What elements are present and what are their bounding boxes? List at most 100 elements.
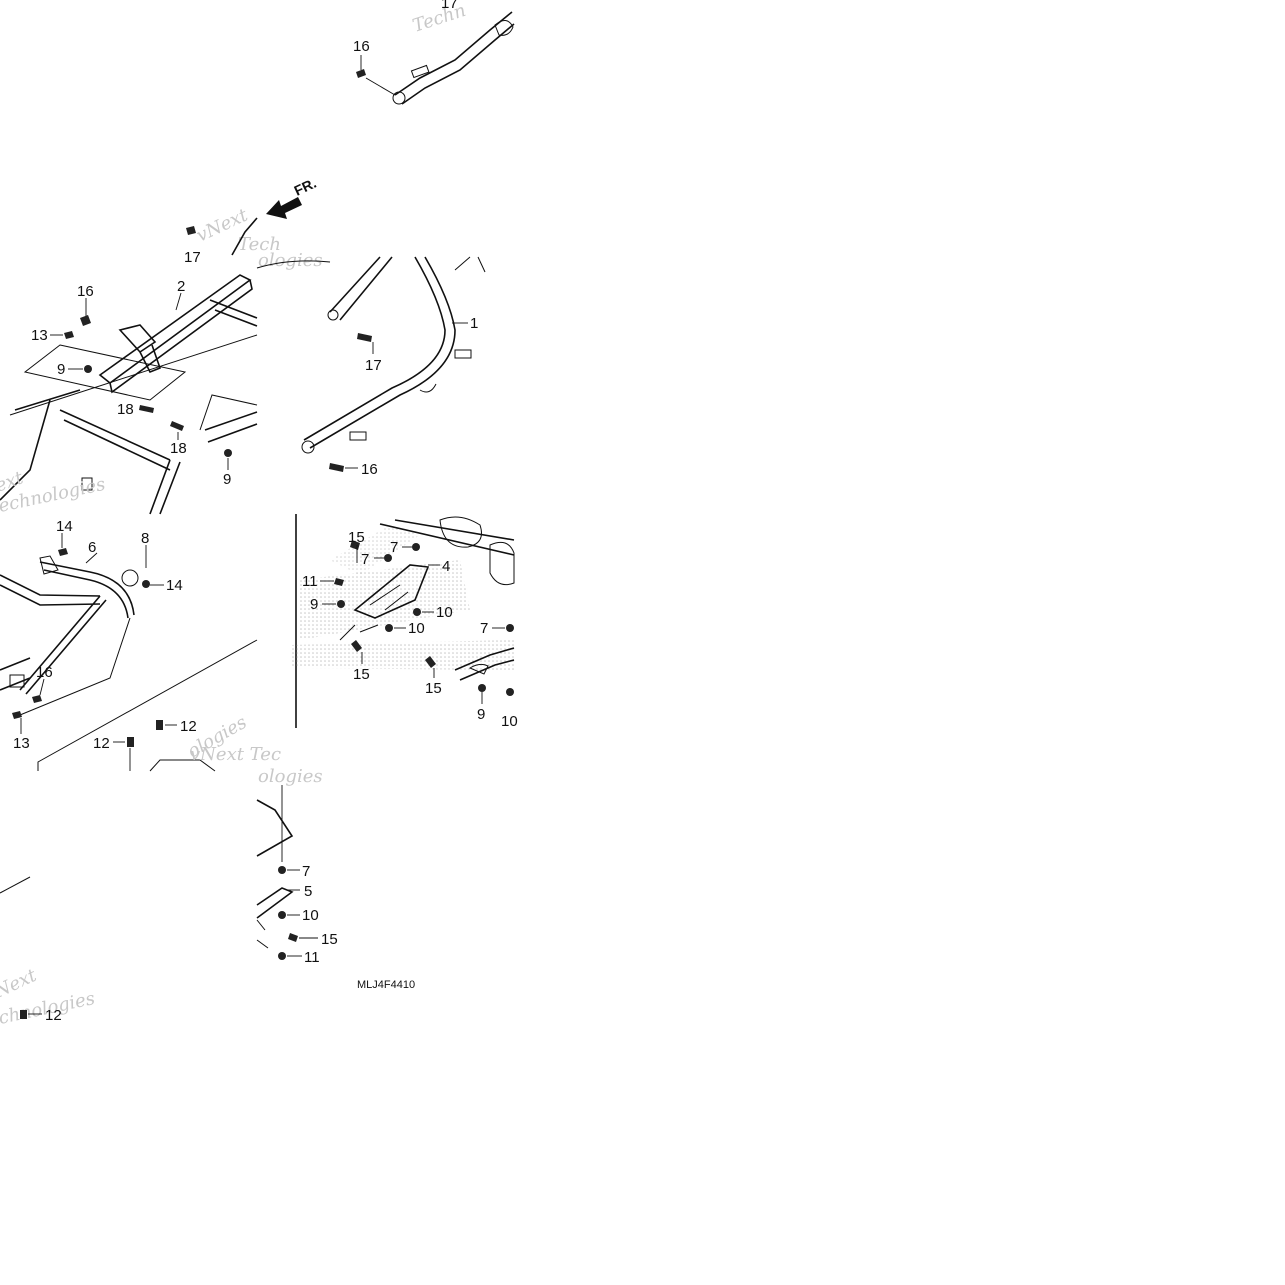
- callout-9: 9: [223, 471, 231, 488]
- part-outline: [149, 759, 216, 772]
- frame-stub: [231, 217, 258, 256]
- callout-13: 13: [13, 735, 30, 752]
- frame-pipe-outer: [309, 256, 456, 449]
- callout-2: 2: [177, 278, 185, 295]
- bolt-18-icon: [170, 421, 184, 431]
- bolt-16-icon: [32, 695, 42, 703]
- tile-grab-rail-frame: vNext Tech 17 ologies 16 2: [0, 204, 323, 517]
- frame-bushing: [301, 440, 315, 454]
- frame-cutout: [489, 541, 515, 586]
- callout-12: 12: [45, 1007, 62, 1024]
- bracket-ribs: [369, 584, 409, 611]
- callout-16: 16: [353, 38, 370, 55]
- nut-10-icon: [385, 624, 393, 632]
- collar-7-icon: [278, 866, 286, 874]
- hidden-outline: [454, 256, 486, 273]
- frame-stub: [0, 657, 31, 691]
- callout-6: 6: [88, 539, 96, 556]
- frame-pipe-inner: [303, 256, 446, 441]
- hidden-outline: [199, 394, 258, 431]
- callout-17: 17: [184, 249, 201, 266]
- lower-frame-right: [149, 459, 181, 515]
- tile-lower-bracket: ologies 7 5 10 15 11 MLJ4F4410: [256, 766, 415, 991]
- bolt-18-icon: [139, 405, 154, 413]
- rail-end-plate: [39, 555, 59, 575]
- bolt-12-icon: [20, 1010, 27, 1019]
- frame-block: [81, 477, 93, 491]
- callout-11: 11: [302, 573, 318, 590]
- collar-7-icon: [506, 624, 514, 632]
- callout-5: 5: [304, 883, 312, 900]
- callout-15: 15: [348, 529, 365, 546]
- bolt-11-icon: [334, 578, 344, 586]
- bolt-16-icon: [80, 315, 91, 326]
- callout-14: 14: [56, 518, 73, 535]
- leader-line: [175, 292, 182, 311]
- callout-15: 15: [321, 931, 338, 948]
- shaded-area: [330, 525, 420, 575]
- side-rail: [209, 299, 258, 327]
- frame-diagonal: [19, 595, 107, 695]
- callout-9: 9: [57, 361, 65, 378]
- rear-frame-pipe-edge: [401, 23, 515, 105]
- callout-16: 16: [77, 283, 94, 300]
- bolt-15-icon: [288, 933, 298, 942]
- nut-10-icon: [278, 911, 286, 919]
- nut-9-icon: [224, 449, 232, 457]
- callout-7: 7: [361, 551, 369, 568]
- bolt-11-icon: [278, 952, 286, 960]
- drawing-code: MLJ4F4410: [357, 979, 415, 991]
- callout-11: 11: [304, 949, 320, 966]
- watermark-text: Techn: [410, 0, 468, 37]
- frame-mount-boss: [494, 20, 514, 36]
- bracket-upper: [256, 799, 294, 857]
- frame-bushing: [392, 91, 406, 105]
- hidden-outline: [256, 919, 269, 949]
- panel-outline: [0, 876, 31, 894]
- bolt-15-icon: [350, 540, 360, 550]
- callout-9: 9: [310, 596, 318, 613]
- hidden-outline: [9, 334, 258, 416]
- mount-plate: [118, 324, 157, 354]
- frame-boss: [419, 383, 437, 393]
- frame-cross-pipe: [0, 574, 101, 606]
- bolt-15-icon: [425, 656, 436, 668]
- front-arrow: FR.: [266, 175, 319, 219]
- callout-14: 14: [166, 577, 183, 594]
- watermark-text: ologies: [258, 766, 323, 787]
- leader-line: [365, 77, 396, 96]
- callout-13: 13: [31, 327, 48, 344]
- callout-9: 9: [477, 706, 485, 723]
- bolt-13-icon: [64, 331, 74, 339]
- shaded-area: [290, 640, 514, 670]
- callout-8: 8: [141, 530, 149, 547]
- front-arrow-icon: [266, 197, 302, 219]
- frame-tab: [349, 431, 367, 441]
- tile-rear-frame-upper: Techn 16 17: [353, 0, 515, 105]
- leader-line: [39, 678, 45, 696]
- rear-frame-pipe: [394, 11, 513, 96]
- callout-15: 15: [353, 666, 370, 683]
- callout-15: 15: [425, 680, 442, 697]
- hidden-outline: [23, 344, 187, 401]
- hidden-outline: [19, 617, 131, 716]
- bolt-17-icon: [186, 226, 196, 235]
- tile-grab-rail-bracket: 14 6 8 14 16 13 12 12 ologies vNext Tec: [0, 518, 281, 772]
- frame-block: [9, 674, 25, 688]
- bracket-right: [204, 411, 258, 443]
- watermark-text: vNext Tec: [190, 744, 281, 765]
- callout-4: 4: [442, 558, 450, 575]
- nut-9-icon: [478, 684, 486, 692]
- tile-rear-frame-pipe: 1 17 16: [256, 256, 486, 478]
- front-label: FR.: [292, 175, 319, 199]
- cross-member-side: [109, 279, 253, 394]
- watermark-text: Tech: [238, 234, 281, 255]
- bolt-13-icon: [12, 711, 22, 719]
- frame-tab: [410, 64, 430, 79]
- callout-7: 7: [390, 539, 398, 556]
- lower-frame-left: [0, 389, 81, 501]
- tile-lower-left: Next chnologies 12: [0, 876, 97, 1029]
- callout-1: 1: [470, 315, 478, 332]
- callout-12: 12: [93, 735, 110, 752]
